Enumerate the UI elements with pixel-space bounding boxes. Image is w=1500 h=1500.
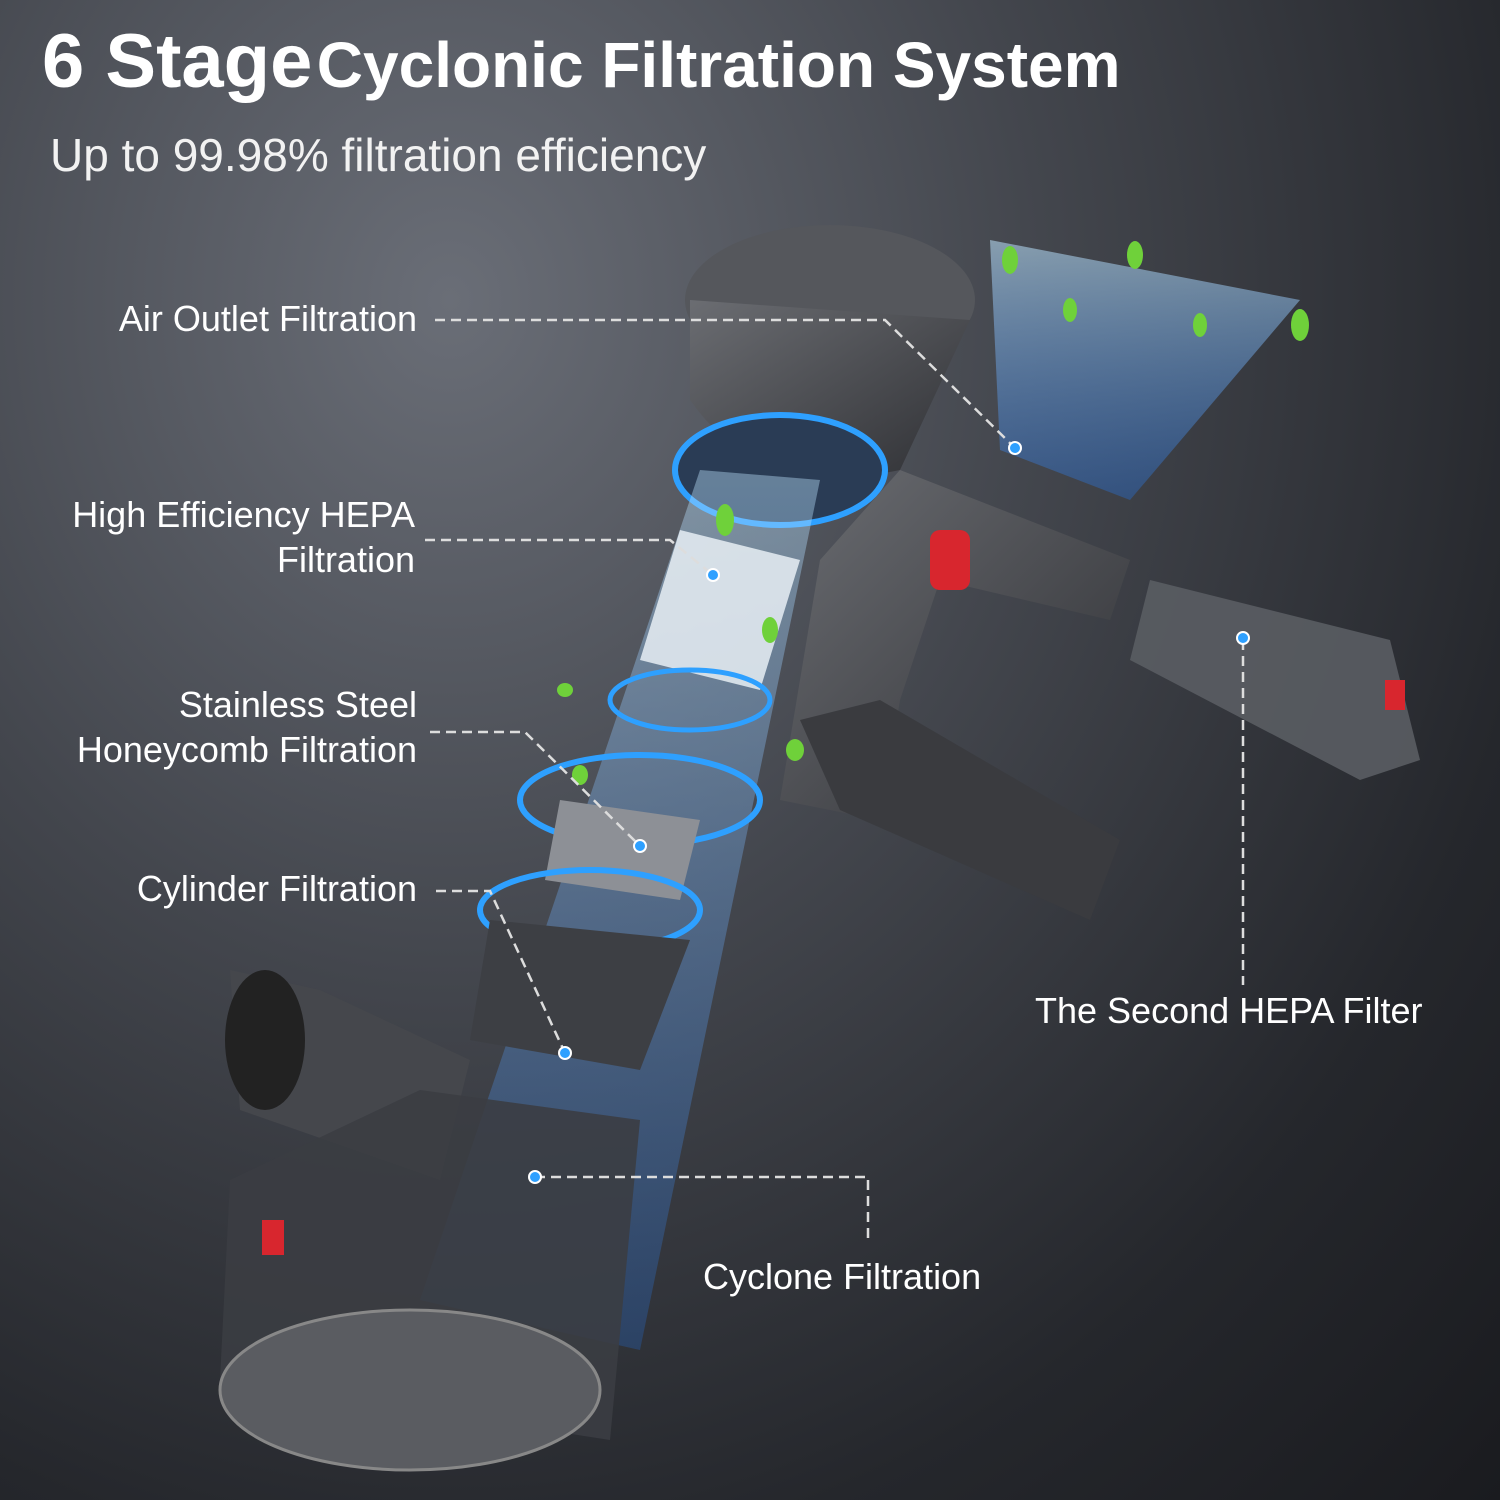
callout-second-hepa: The Second HEPA Filter bbox=[1035, 990, 1423, 1031]
second-hepa-tube bbox=[1130, 580, 1420, 780]
exhaust-airflow bbox=[990, 240, 1300, 500]
callout-hepa-line2: Filtration bbox=[276, 539, 415, 580]
battery bbox=[800, 700, 1120, 920]
trigger bbox=[930, 530, 970, 590]
callout-hepa-line1: High Efficiency HEPA bbox=[72, 494, 415, 535]
honeycomb-filter bbox=[545, 800, 700, 900]
callout-hepa: High Efficiency HEPA Filtration bbox=[72, 492, 415, 582]
callout-air-outlet: Air Outlet Filtration bbox=[118, 298, 417, 339]
cylinder-filter bbox=[470, 920, 690, 1070]
callout-cyclone: Cyclone Filtration bbox=[703, 1256, 982, 1297]
leaves bbox=[557, 241, 1309, 785]
tube-latch bbox=[1385, 680, 1405, 710]
subtitle: Up to 99.98% filtration efficiency bbox=[50, 129, 707, 181]
callout-honeycomb-line2: Honeycomb Filtration bbox=[76, 729, 417, 770]
hepa-filter bbox=[640, 530, 800, 690]
callout-cylinder: Cylinder Filtration bbox=[136, 868, 417, 909]
page-title: 6 Stage Cyclonic Filtration System bbox=[42, 18, 1121, 105]
callout-honeycomb-line1: Stainless Steel bbox=[178, 684, 417, 725]
callout-honeycomb: Stainless Steel Honeycomb Filtration bbox=[77, 682, 417, 772]
title-number: 6 Stage bbox=[42, 19, 313, 104]
leader-lines bbox=[425, 318, 1245, 1240]
callout-dots bbox=[528, 441, 1250, 1184]
title-rest: Cyclonic Filtration System bbox=[316, 29, 1121, 101]
